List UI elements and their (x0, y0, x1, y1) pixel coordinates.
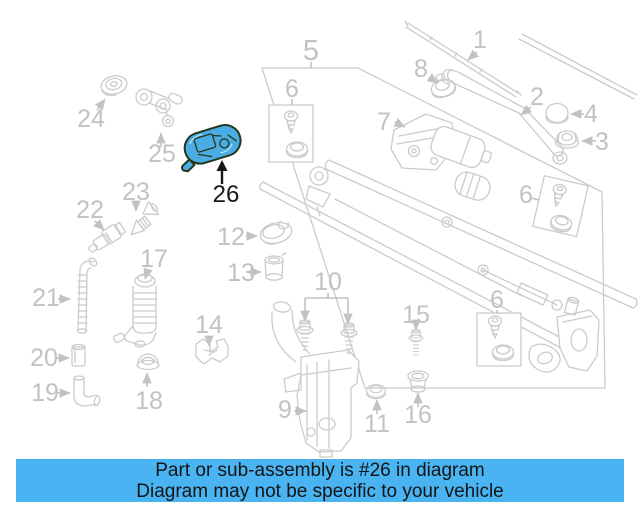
pivot-nut-drawing (555, 130, 579, 149)
bolt-15-drawing (408, 328, 424, 356)
notice-banner: Part or sub-assembly is #26 in diagram D… (16, 459, 624, 502)
callout-7: 7 (377, 108, 391, 136)
clip-14-drawing (195, 338, 229, 365)
callout-6b: 6 (519, 181, 533, 209)
callout-20: 20 (30, 344, 58, 372)
callout-8: 8 (414, 55, 428, 83)
callout-5: 5 (303, 35, 319, 67)
callout-14: 14 (195, 311, 223, 339)
callout-24: 24 (77, 105, 105, 133)
wiper-arm-drawing (441, 68, 568, 165)
washer-pump-17-drawing (113, 273, 157, 348)
callout-6a: 6 (285, 75, 299, 103)
callout-22: 22 (76, 196, 104, 224)
hose-21-drawing (76, 257, 98, 334)
grommet-8-drawing (430, 73, 457, 99)
seal-12-drawing (259, 220, 293, 245)
callout-3: 3 (595, 128, 609, 156)
callout-numbers: 1 2 3 4 5 6 6 6 7 8 9 10 11 12 13 14 15 … (30, 26, 609, 438)
callout-11: 11 (364, 410, 390, 438)
callout-15: 15 (402, 301, 430, 329)
cup-13-drawing (264, 252, 287, 281)
seal-24-drawing (100, 75, 128, 97)
wiper-motor-drawing (390, 113, 493, 201)
callout-13: 13 (227, 259, 255, 287)
callout-9: 9 (278, 396, 292, 424)
callout-6c: 6 (490, 286, 504, 314)
callout-19: 19 (31, 379, 59, 407)
wiper-blade-drawing (404, 20, 638, 100)
callout-16: 16 (404, 401, 432, 429)
valve-22-drawing (88, 221, 127, 253)
callout-12: 12 (217, 223, 245, 251)
bolts-10-drawing (296, 319, 358, 354)
reservoir-9-drawing (271, 301, 360, 458)
callout-arrows (56, 49, 596, 416)
callout-10: 10 (314, 268, 342, 296)
pivot-bracket-drawing (528, 296, 600, 373)
callout-2: 2 (530, 83, 544, 111)
grommet-18-drawing (136, 353, 160, 371)
grommet-11-drawing (365, 384, 387, 400)
sleeve-20-drawing (71, 343, 86, 367)
callout-17: 17 (140, 245, 168, 273)
connector-23-drawing (130, 201, 160, 236)
callout-21: 21 (32, 284, 60, 312)
callout-26: 26 (213, 181, 240, 208)
highlighted-part-26: 26 (180, 124, 242, 208)
hardware-box-6a (268, 104, 314, 163)
callout-1: 1 (473, 26, 487, 54)
elbow-19-drawing (73, 375, 101, 407)
callout-4: 4 (584, 100, 598, 128)
hardware-box-6b (532, 175, 589, 238)
banner-line2: Diagram may not be specific to your vehi… (136, 481, 504, 502)
hardware-box-6c (476, 312, 522, 367)
callout-25: 25 (148, 140, 176, 168)
banner-line1: Part or sub-assembly is #26 in diagram (155, 460, 485, 481)
callout-18: 18 (135, 387, 163, 415)
grommet-16-drawing (407, 370, 429, 393)
crank-arm-25-drawing (135, 88, 183, 128)
assembly-box-5 (261, 67, 606, 389)
callout-23: 23 (122, 178, 150, 206)
pivot-cap-drawing (545, 102, 569, 124)
